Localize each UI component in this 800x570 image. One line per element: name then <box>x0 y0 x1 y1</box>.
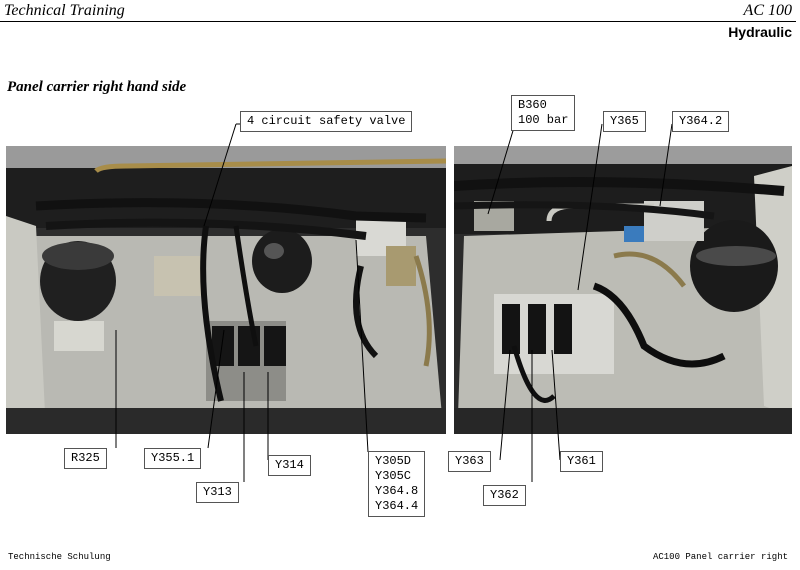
label-y361: Y361 <box>560 451 603 472</box>
label-4-circuit-safety-valve: 4 circuit safety valve <box>240 111 413 132</box>
header-model-title: AC 100 <box>743 2 792 19</box>
header-subtitle: Hydraulic <box>728 24 792 40</box>
label-y313: Y313 <box>196 482 239 503</box>
label-r325: R325 <box>64 448 107 469</box>
label-y365: Y365 <box>603 111 646 132</box>
label-y364-2: Y364.2 <box>672 111 730 132</box>
footer-right-text: AC100 Panel carrier right <box>652 552 788 562</box>
label-y314: Y314 <box>268 455 311 476</box>
footer-left-text: Technische Schulung <box>8 552 111 562</box>
header-rule <box>0 21 796 22</box>
label-y362: Y362 <box>483 485 526 506</box>
left-photo <box>6 146 446 434</box>
label-y305-group: Y305D Y305C Y364.8 Y364.4 <box>368 451 426 517</box>
section-title: Panel carrier right hand side <box>7 79 187 95</box>
header-course-title: Technical Training <box>4 2 125 19</box>
label-b360: B360 100 bar <box>511 95 576 131</box>
label-y363: Y363 <box>448 451 491 472</box>
right-photo <box>454 146 792 434</box>
label-y355-1: Y355.1 <box>144 448 202 469</box>
